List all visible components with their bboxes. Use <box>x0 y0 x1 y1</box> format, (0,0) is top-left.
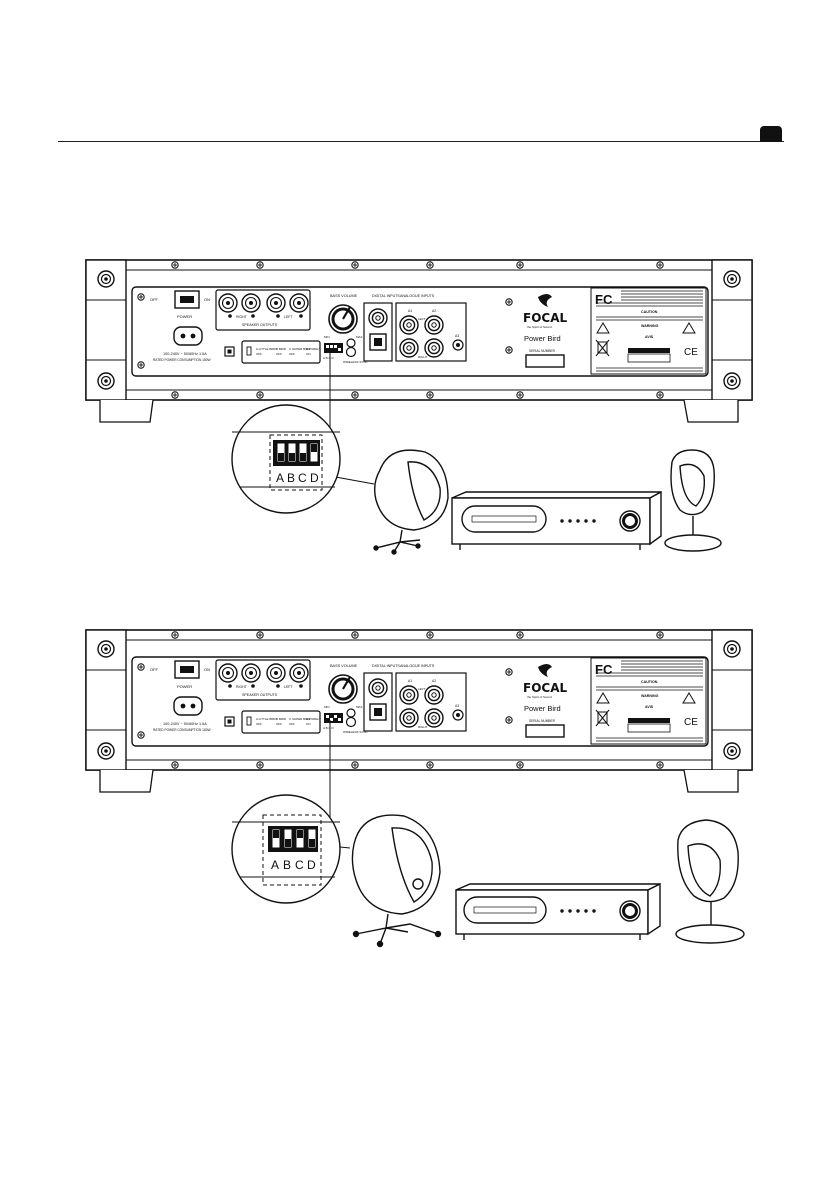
svg-text:WIRELESS SYNC: WIRELESS SYNC <box>343 730 369 734</box>
svg-text:A1: A1 <box>408 679 412 683</box>
svg-text:D: D <box>310 471 319 485</box>
right-label: RIGHT <box>236 315 248 319</box>
svg-text:B BIRD: B BIRD <box>276 347 287 351</box>
svg-text:SPEAKER OUTPUTS: SPEAKER OUTPUTS <box>242 693 278 697</box>
speaker-left-2 <box>351 814 442 948</box>
svg-text:C SUPER BIRD: C SUPER BIRD <box>289 347 311 351</box>
svg-text:100-240V ~ 50/60Hz 1.5A: 100-240V ~ 50/60Hz 1.5A <box>163 722 207 726</box>
power-consumption: RATED POWER CONSUMPTION 180W <box>153 358 211 362</box>
svg-text:OFF: OFF <box>289 352 295 356</box>
svg-text:C SUPER BIRD: C SUPER BIRD <box>289 717 311 721</box>
analog-inputs-label: ANALOGUE INPUTS <box>400 294 435 298</box>
max-label: MAX <box>356 335 363 339</box>
rear-panel-1: OFF ON POWER 100-240V ~ 50/60Hz 1.5A RAT… <box>85 259 753 555</box>
svg-text:RATED POWER CONSUMPTION 180W: RATED POWER CONSUMPTION 180W <box>153 728 211 732</box>
left-label: LEFT <box>284 315 293 319</box>
svg-text:the Spirit of Sound: the Spirit of Sound <box>527 695 552 699</box>
svg-text:A LITTLE BIRD: A LITTLE BIRD <box>256 347 277 351</box>
svg-text:C: C <box>298 471 307 485</box>
svg-text:WARNING: WARNING <box>641 694 659 698</box>
svg-text:AVIS: AVIS <box>645 705 654 709</box>
svg-text:SERIAL NUMBER: SERIAL NUMBER <box>529 719 556 723</box>
serial-number-label: SERIAL NUMBER <box>529 349 556 353</box>
svg-text:B BIRD: B BIRD <box>276 717 287 721</box>
svg-text:C: C <box>295 858 304 872</box>
bass-volume-label: BASS VOLUME <box>330 294 358 298</box>
svg-text:CAUTION: CAUTION <box>641 310 658 314</box>
svg-text:A B C D: A B C D <box>323 726 335 730</box>
tagline: the Spirit of Sound <box>527 325 552 329</box>
dip-switch-small[interactable] <box>324 343 343 353</box>
svg-text:POWER: POWER <box>177 684 192 689</box>
svg-text:LEFT: LEFT <box>418 687 426 691</box>
svg-text:LEFT: LEFT <box>284 685 293 689</box>
svg-text:D PURELY: D PURELY <box>306 717 321 721</box>
svg-text:MAX: MAX <box>356 705 363 709</box>
speaker-right-2 <box>675 819 745 944</box>
svg-text:A: A <box>271 858 279 872</box>
svg-text:B: B <box>283 858 291 872</box>
svg-text:OFF: OFF <box>289 722 295 726</box>
wireless-sync-button[interactable] <box>345 716 357 728</box>
svg-text:B: B <box>287 471 295 485</box>
svg-text:CAUTION: CAUTION <box>641 680 658 684</box>
svg-text:A LITTLE BIRD: A LITTLE BIRD <box>256 717 277 721</box>
power-label: POWER <box>177 314 192 319</box>
svg-text:A B C D: A B C D <box>323 356 335 360</box>
speaker-right-1 <box>664 449 722 552</box>
svg-text:RIGHT: RIGHT <box>236 685 248 689</box>
svg-text:DIGITAL INPUTS: DIGITAL INPUTS <box>372 664 400 668</box>
dip-switch-small[interactable] <box>324 713 343 723</box>
svg-text:AVIS: AVIS <box>645 335 654 339</box>
svg-text:ANALOGUE INPUTS: ANALOGUE INPUTS <box>400 664 435 668</box>
wireless-sync-label: WIRELESS SYNC <box>343 360 369 364</box>
svg-text:MIN: MIN <box>324 705 330 709</box>
amplifier-2 <box>455 882 661 940</box>
fcc-logo: FC <box>595 292 613 307</box>
svg-text:A: A <box>276 471 284 485</box>
page-tab <box>760 126 782 142</box>
svg-text:OFF: OFF <box>256 722 262 726</box>
header-rule <box>58 141 784 142</box>
svg-text:ON: ON <box>204 667 210 672</box>
svg-text:ON: ON <box>306 352 311 356</box>
svg-text:FC: FC <box>595 662 613 677</box>
svg-text:ON: ON <box>306 722 311 726</box>
wireless-sync-button[interactable] <box>345 346 357 358</box>
svg-text:RIGHT: RIGHT <box>418 355 428 359</box>
svg-text:CE: CE <box>684 717 698 728</box>
svg-text:A2: A2 <box>432 309 436 313</box>
svg-text:OFF: OFF <box>276 722 282 726</box>
svg-text:OFF: OFF <box>276 352 282 356</box>
on-label: ON <box>204 297 210 302</box>
digital-inputs-label: DIGITAL INPUTS <box>372 294 400 298</box>
power-socket[interactable] <box>173 326 203 346</box>
svg-text:WARNING: WARNING <box>641 324 659 328</box>
off-label: OFF <box>150 297 159 302</box>
svg-text:D PURELY: D PURELY <box>306 347 321 351</box>
svg-text:Power Bird: Power Bird <box>524 704 561 713</box>
svg-text:A3: A3 <box>455 334 459 338</box>
svg-text:A1: A1 <box>408 309 412 313</box>
amplifier-1 <box>451 490 662 550</box>
power-spec: 100-240V ~ 50/60Hz 1.5A <box>163 352 207 356</box>
focal-logo: FOCAL <box>523 681 567 695</box>
min-label: MIN <box>324 335 330 339</box>
svg-text:OFF: OFF <box>150 667 159 672</box>
svg-text:A2: A2 <box>432 679 436 683</box>
svg-text:A3: A3 <box>455 704 459 708</box>
svg-text:RIGHT: RIGHT <box>418 725 428 729</box>
power-socket[interactable] <box>173 696 203 716</box>
svg-text:OFF: OFF <box>256 352 262 356</box>
ce-mark: CE <box>684 347 698 358</box>
rear-panel-2: OFF ON POWER 100-240V ~ 50/60Hz 1.5A RAT… <box>85 629 753 948</box>
focal-logo: FOCAL <box>523 311 567 325</box>
svg-text:D: D <box>307 858 316 872</box>
svg-text:LEFT: LEFT <box>418 317 426 321</box>
model-name: Power Bird <box>524 334 561 343</box>
speaker-left-1 <box>373 449 449 555</box>
speaker-outputs-label: SPEAKER OUTPUTS <box>242 323 278 327</box>
svg-text:BASS VOLUME: BASS VOLUME <box>330 664 358 668</box>
